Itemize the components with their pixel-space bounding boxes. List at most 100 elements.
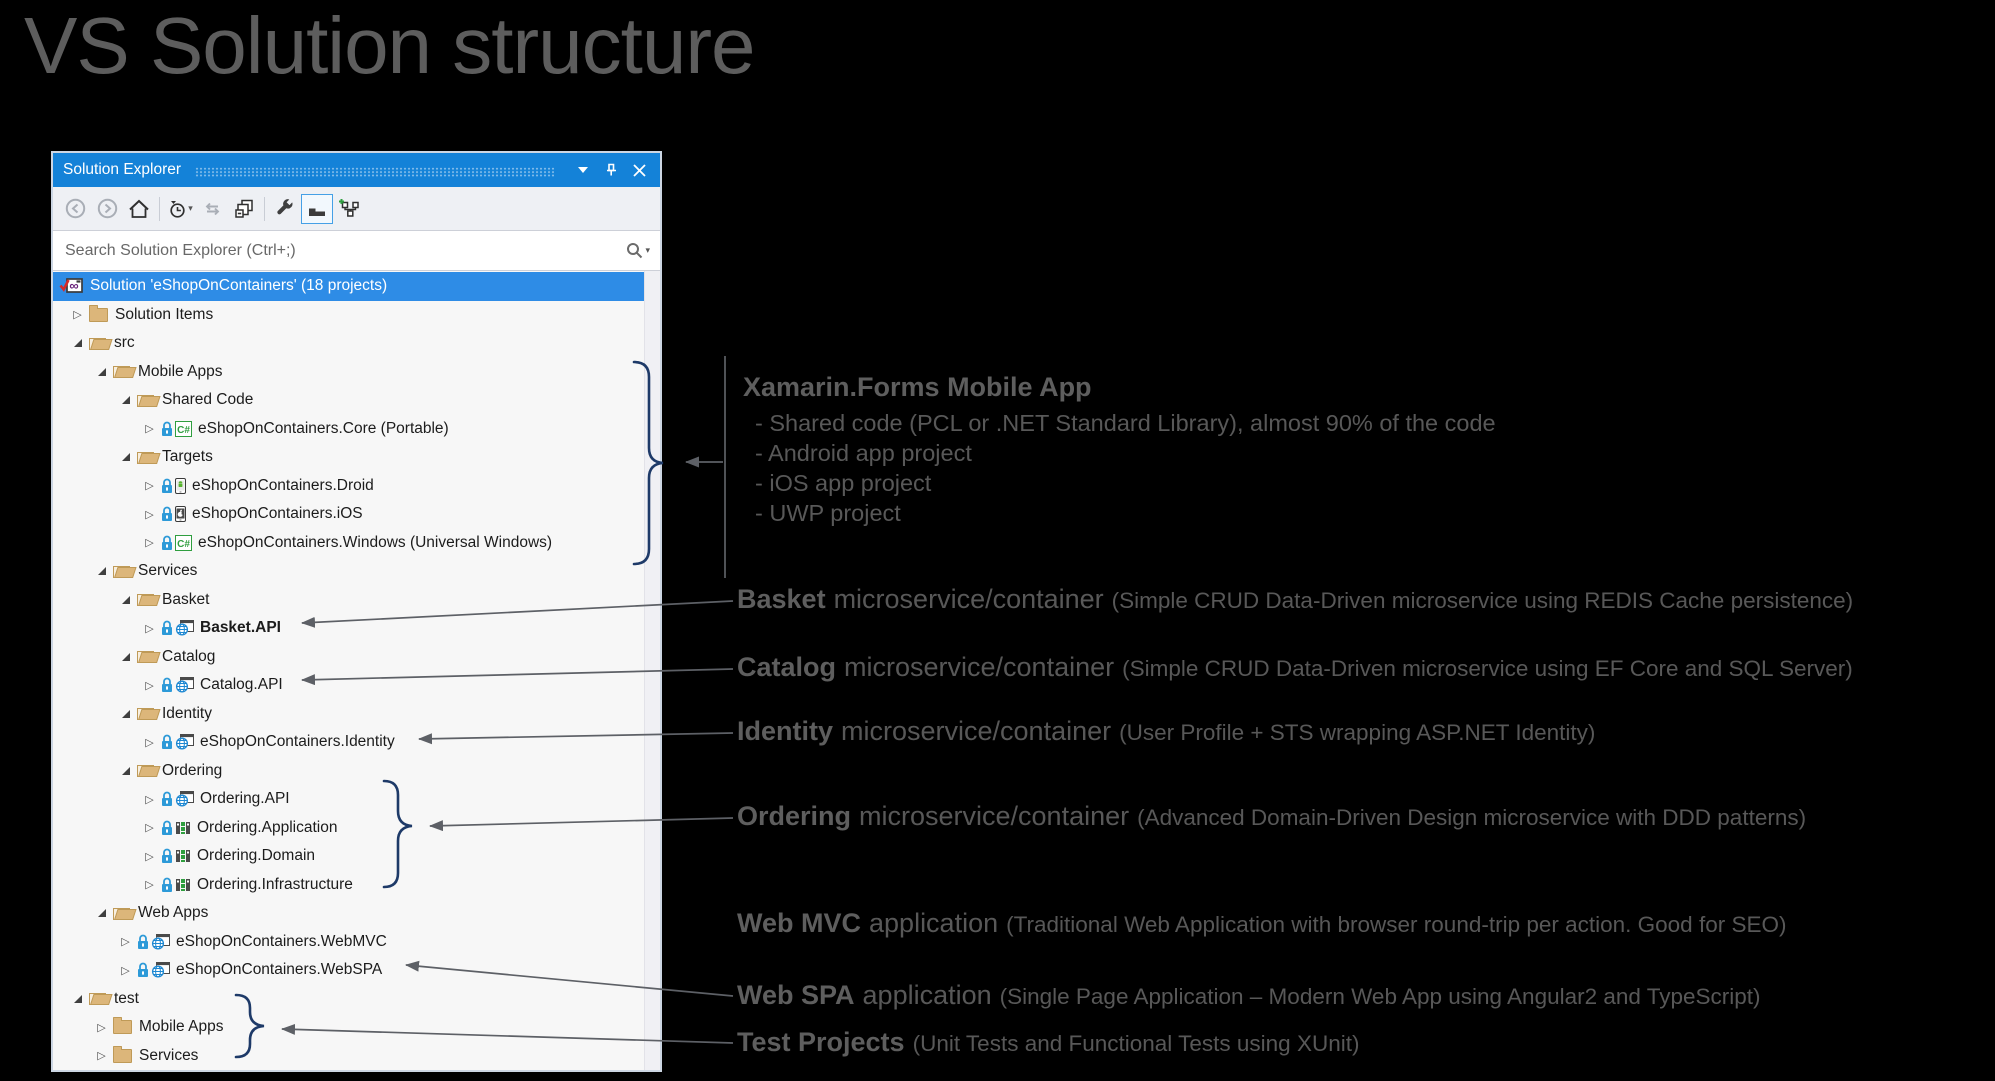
tree-row[interactable]: Catalog: [53, 643, 660, 672]
tree-row[interactable]: ▷C#eShopOnContainers.Core (Portable): [53, 415, 660, 444]
tree-row[interactable]: ▷C#eShopOnContainers.Windows (Universal …: [53, 529, 660, 558]
chevron-collapsed-icon[interactable]: ▷: [145, 736, 154, 749]
tree-item-label: Catalog.API: [200, 676, 283, 694]
close-icon[interactable]: [628, 159, 650, 181]
tree-row[interactable]: ▷Ordering.Infrastructure: [53, 871, 660, 900]
lock-icon: [162, 820, 172, 835]
vertical-scrollbar[interactable]: [644, 271, 660, 1070]
chevron-expanded-icon[interactable]: [94, 909, 109, 918]
tree-row[interactable]: Shared Code: [53, 386, 660, 415]
annotation-text: microservice/container: [841, 716, 1112, 746]
annotation-text: microservice/container: [833, 584, 1104, 614]
home-button[interactable]: [123, 194, 155, 224]
tree-row[interactable]: ▷eShopOnContainers.Identity: [53, 728, 660, 757]
chevron-expanded-icon[interactable]: [118, 766, 133, 775]
annotation-text: Basket: [737, 584, 826, 614]
tree-row[interactable]: Identity: [53, 700, 660, 729]
search-input[interactable]: [63, 240, 626, 261]
search-options-caret-icon[interactable]: ▾: [645, 245, 650, 255]
forward-icon: [97, 198, 117, 219]
solution-tree: ∞Solution 'eShopOnContainers' (18 projec…: [53, 271, 660, 1070]
tree-row[interactable]: Mobile Apps: [53, 358, 660, 387]
lock-icon: [138, 934, 148, 949]
chevron-collapsed-icon[interactable]: ▷: [145, 850, 154, 863]
back-icon: [65, 198, 85, 219]
chevron-expanded-icon[interactable]: [118, 396, 133, 405]
chevron-collapsed-icon[interactable]: ▷: [97, 1050, 106, 1063]
tree-item-label: Targets: [162, 448, 213, 466]
chevron-collapsed-icon[interactable]: ▷: [145, 480, 154, 493]
lock-icon: [162, 848, 172, 864]
tree-row[interactable]: Services: [53, 557, 660, 586]
annotation-text: Web SPA: [737, 980, 855, 1010]
tree-item-label: eShopOnContainers.WebMVC: [176, 932, 387, 950]
folder-open-icon: [113, 907, 132, 920]
tree-row[interactable]: ▷ Basket.API: [53, 614, 660, 643]
chevron-expanded-icon[interactable]: [70, 994, 85, 1003]
chevron-collapsed-icon[interactable]: ▷: [145, 822, 154, 835]
search-box[interactable]: ▾: [53, 230, 660, 271]
pending-changes-filter-icon: [170, 200, 185, 218]
solution-icon: ∞: [59, 278, 83, 293]
chevron-collapsed-icon[interactable]: ▷: [145, 622, 154, 635]
titlebar-drag-texture: [195, 166, 554, 177]
tree-item-label: Solution Items: [115, 305, 214, 323]
chevron-collapsed-icon[interactable]: ▷: [121, 964, 130, 977]
sync-with-active-document-icon: [338, 199, 359, 217]
tree-row[interactable]: ▷eShopOnContainers.Droid: [53, 472, 660, 501]
properties-button[interactable]: [269, 194, 301, 224]
tree-row[interactable]: ▷Mobile Apps: [53, 1013, 660, 1042]
annotation-text: application: [869, 908, 999, 938]
chevron-collapsed-icon[interactable]: ▷: [121, 936, 130, 949]
tree-row[interactable]: ▷ eShopOnContainers.WebMVC: [53, 928, 660, 957]
chevron-expanded-icon[interactable]: [118, 709, 133, 718]
back-button[interactable]: [59, 194, 91, 224]
forward-button[interactable]: [91, 194, 123, 224]
collapse-all-button[interactable]: [228, 194, 260, 224]
tree-row[interactable]: ▷Services: [53, 1042, 660, 1071]
tree-row[interactable]: ▷eShopOnContainers.iOS: [53, 500, 660, 529]
chevron-collapsed-icon[interactable]: ▷: [145, 679, 154, 692]
chevron-expanded-icon[interactable]: [94, 567, 109, 576]
lock-icon: [162, 535, 172, 550]
tree-row[interactable]: ▷ Solution Items: [53, 301, 660, 330]
chevron-collapsed-icon[interactable]: ▷: [145, 537, 154, 550]
chevron-collapsed-icon[interactable]: ▷: [145, 793, 154, 806]
tree-row[interactable]: ▷ Catalog.API: [53, 671, 660, 700]
chevron-expanded-icon[interactable]: [94, 367, 109, 376]
search-icon[interactable]: ▾: [625, 241, 650, 260]
tree-row[interactable]: ▷Ordering.API: [53, 785, 660, 814]
chevron-expanded-icon[interactable]: [70, 339, 85, 348]
chevron-collapsed-icon[interactable]: ▷: [145, 423, 154, 436]
preview-selected-items-button[interactable]: [301, 193, 333, 224]
tree-row[interactable]: Basket: [53, 586, 660, 615]
pin-icon[interactable]: [600, 159, 622, 181]
tree-row[interactable]: ∞Solution 'eShopOnContainers' (18 projec…: [53, 272, 660, 301]
chevron-expanded-icon[interactable]: [118, 652, 133, 661]
sync-with-active-document-button[interactable]: [333, 194, 365, 224]
tree-row[interactable]: Ordering: [53, 757, 660, 786]
tree-item-label: Basket.API: [200, 619, 281, 637]
tree-row[interactable]: test: [53, 985, 660, 1014]
tree-row[interactable]: ▷Ordering.Domain: [53, 842, 660, 871]
sync-button[interactable]: [196, 194, 228, 224]
chevron-expanded-icon[interactable]: [118, 453, 133, 462]
chevron-collapsed-icon[interactable]: ▷: [73, 309, 82, 322]
annotation-text: microservice/container: [844, 652, 1115, 682]
tree-row[interactable]: src: [53, 329, 660, 358]
chevron-expanded-icon[interactable]: [118, 595, 133, 604]
tree-row[interactable]: ▷Ordering.Application: [53, 814, 660, 843]
window-position-menu-icon[interactable]: [572, 159, 594, 181]
tree-row[interactable]: Web Apps: [53, 899, 660, 928]
chevron-collapsed-icon[interactable]: ▷: [145, 879, 154, 892]
tree-row[interactable]: Targets: [53, 443, 660, 472]
tree-row[interactable]: ▷eShopOnContainers.WebSPA: [53, 956, 660, 985]
panel-titlebar[interactable]: Solution Explorer: [53, 153, 660, 187]
chevron-collapsed-icon[interactable]: ▷: [145, 508, 154, 521]
chevron-collapsed-icon[interactable]: ▷: [97, 1021, 106, 1034]
annotation-text: application: [862, 980, 992, 1010]
pending-changes-filter-button[interactable]: ▾: [164, 194, 196, 224]
